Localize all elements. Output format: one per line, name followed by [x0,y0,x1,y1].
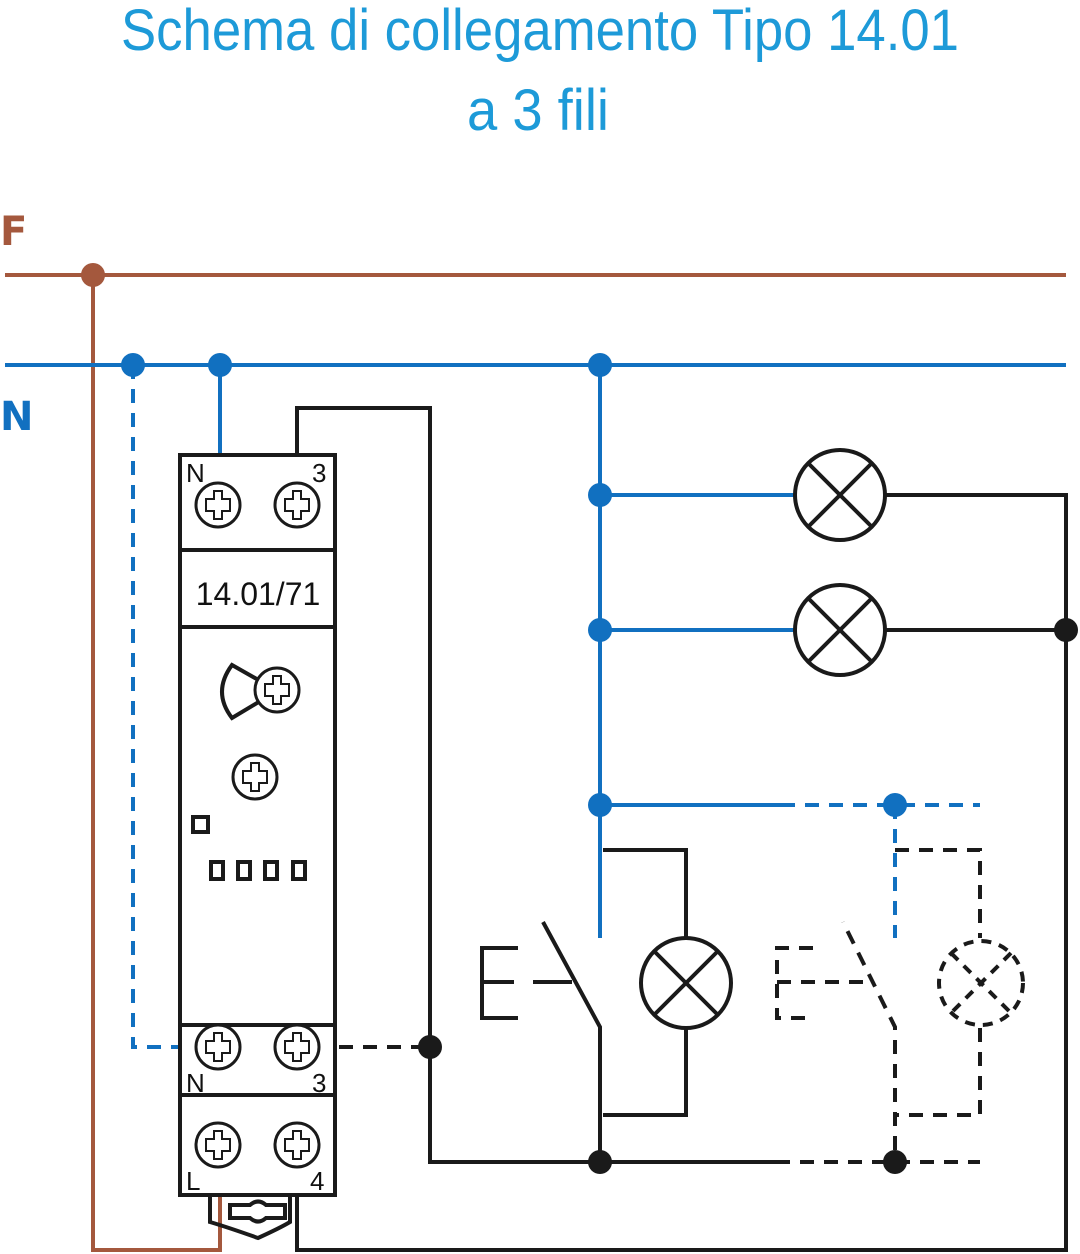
terminal3-wire [295,406,790,1164]
screw-icon [194,1121,242,1169]
terminal-label-L: L [186,1166,200,1196]
screw-icon [194,1023,242,1071]
lamp-return-wire [295,493,1068,1252]
screw-icon [194,481,242,529]
screw-icon [273,1023,321,1071]
screw-icon [273,1121,321,1169]
terminal-label-3-bottom: 3 [312,1068,326,1098]
dip-switches [209,860,307,881]
diagram-title-line1: Schema di collegamento Tipo 14.01 [121,0,959,63]
timer-device: 14.01/71 N 3 N 3 L 4 [178,453,337,1241]
terminal-label-N-bottom: N [186,1068,205,1098]
optional-lamp-icon [937,939,1025,1027]
screw-icon [253,666,301,714]
terminal-label-3-top: 3 [312,458,326,488]
neutral-junctions [121,353,907,817]
screw-icon [273,481,321,529]
lamp-icon [639,936,733,1030]
terminal-label-N-top: N [186,458,205,488]
phase-wire-to-L [91,275,222,1252]
lamp-icon [793,448,887,542]
neutral-label: N [0,394,33,440]
indicator-square [191,815,210,834]
phase-label: F [0,209,27,255]
screw-icon [231,753,279,801]
optional-pushbutton-icon [775,848,982,1150]
device-model: 14.01/71 [196,576,321,612]
pushbutton-icon [480,848,688,1162]
phase-junction [81,263,105,287]
terminal-label-4: 4 [310,1166,324,1196]
diagram-title-line2: a 3 fili [467,78,609,143]
lamp-icon [793,583,887,677]
